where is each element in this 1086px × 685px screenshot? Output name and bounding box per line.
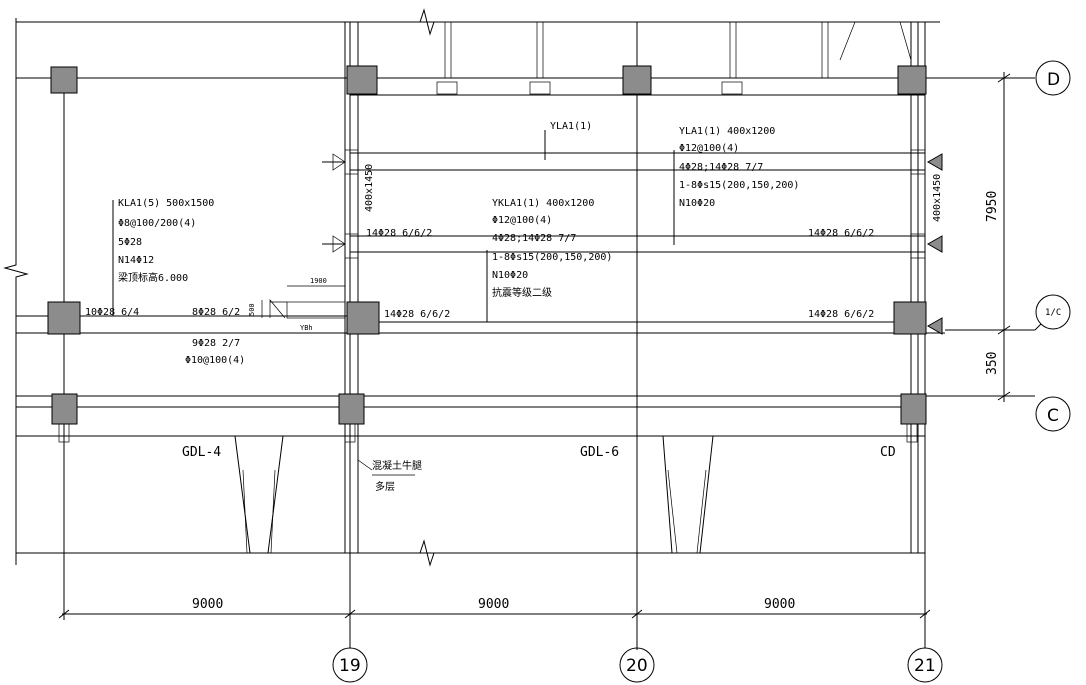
annotation-klai: KLA1(5) 500x1500 Φ8@100/200(4) 5Φ28 N14Φ… [118, 198, 214, 284]
rebar-mid-left: 14Φ28 6/6/2 [366, 228, 432, 239]
ylai-line-3: 4Φ28;14Φ28 7/7 [679, 162, 763, 173]
label-cd: CD [880, 445, 896, 460]
section-arrows [322, 153, 1035, 335]
dim-bay-2: 9000 [478, 597, 509, 612]
annotation-ylai-right: YLA1(1) 400x1200 Φ12@100(4) 4Φ28;14Φ28 7… [679, 126, 799, 209]
rebar-low-right: 14Φ28 6/6/2 [808, 309, 874, 320]
note-corbel: 混凝土牛腿 [372, 459, 422, 472]
dim-bay-3: 9000 [764, 597, 795, 612]
klai-line-3: 5Φ28 [118, 237, 142, 248]
rebar-under-b: Φ10@100(4) [185, 355, 245, 366]
detail-dim-1900: 1900 [310, 277, 327, 285]
grid-bubble-d: D [1035, 60, 1071, 96]
ykla-line-4: 1-8Φs15(200,150,200) [492, 252, 612, 263]
grid-label-20: 20 [626, 656, 648, 676]
rebar-low-mid: 14Φ28 6/6/2 [384, 309, 450, 320]
detail-dim-500: 500 [248, 303, 256, 316]
grid-label-1c: 1/C [1045, 308, 1061, 318]
ykla-line-6: 抗震等级二级 [492, 286, 552, 299]
stair-detail: 1900 500 YBh [248, 277, 346, 332]
label-gdl6: GDL-6 [580, 445, 619, 460]
ylai-top-label: YLA1(1) [550, 121, 592, 132]
break-symbols [3, 8, 440, 567]
dim-right-lower: 350 [985, 352, 1000, 375]
annotation-ykla: YKLA1(1) 400x1200 Φ12@100(4) 4Φ28;14Φ28 … [492, 198, 612, 299]
rebar-mid-right: 14Φ28 6/6/2 [808, 228, 874, 239]
klai-line-5: 梁顶标高6.000 [118, 271, 188, 284]
label-gdl4: GDL-4 [182, 445, 221, 460]
section-left-vertical: 400x1450 [364, 164, 375, 212]
foundation-wedges [234, 435, 714, 554]
grid-bubble-21: 21 [907, 647, 943, 683]
rebar-notes: 14Φ28 6/6/2 14Φ28 6/6/2 10Φ28 6/4 8Φ28 6… [85, 228, 874, 366]
rebar-low-left-b: 8Φ28 6/2 [192, 307, 240, 318]
klai-line-1: KLA1(5) 500x1500 [118, 198, 214, 209]
vertical-grid-lines [63, 22, 926, 650]
ylai-line-4: 1-8Φs15(200,150,200) [679, 180, 799, 191]
top-truss [436, 21, 912, 95]
klai-line-2: Φ8@100/200(4) [118, 218, 196, 229]
ykla-line-2: Φ12@100(4) [492, 215, 552, 226]
joint-marks [344, 149, 926, 259]
grid-label-d: D [1047, 70, 1060, 90]
klai-line-4: N14Φ12 [118, 255, 154, 266]
rebar-low-left-a: 10Φ28 6/4 [85, 307, 139, 318]
ykla-line-3: 4Φ28;14Φ28 7/7 [492, 233, 576, 244]
grid-label-19: 19 [339, 656, 361, 676]
grid-bubble-19: 19 [332, 647, 368, 683]
dimension-lines [58, 72, 1011, 648]
ylai-line-5: N10Φ20 [679, 198, 715, 209]
grid-bubble-20: 20 [619, 647, 655, 683]
grid-label-c: C [1047, 406, 1059, 426]
dim-right-upper: 7950 [985, 191, 1000, 222]
detail-yb-label: YBh [300, 324, 313, 332]
grid-bubble-1c: 1/C [1034, 294, 1071, 331]
foundation-labels: GDL-4 GDL-6 CD 混凝土牛腿 多层 [182, 445, 896, 493]
columns [47, 65, 927, 443]
ykla-line-1: YKLA1(1) 400x1200 [492, 198, 594, 209]
grid-bubble-c: C [1035, 396, 1071, 432]
ylai-line-1: YLA1(1) 400x1200 [679, 126, 775, 137]
dim-bay-1: 9000 [192, 597, 223, 612]
ylai-line-2: Φ12@100(4) [679, 143, 739, 154]
ykla-line-5: N10Φ20 [492, 270, 528, 281]
section-right-vertical: 400x1450 [932, 174, 943, 222]
grid-label-21: 21 [914, 656, 936, 676]
note-multi: 多层 [375, 480, 395, 493]
rebar-under-a: 9Φ28 2/7 [192, 338, 240, 349]
